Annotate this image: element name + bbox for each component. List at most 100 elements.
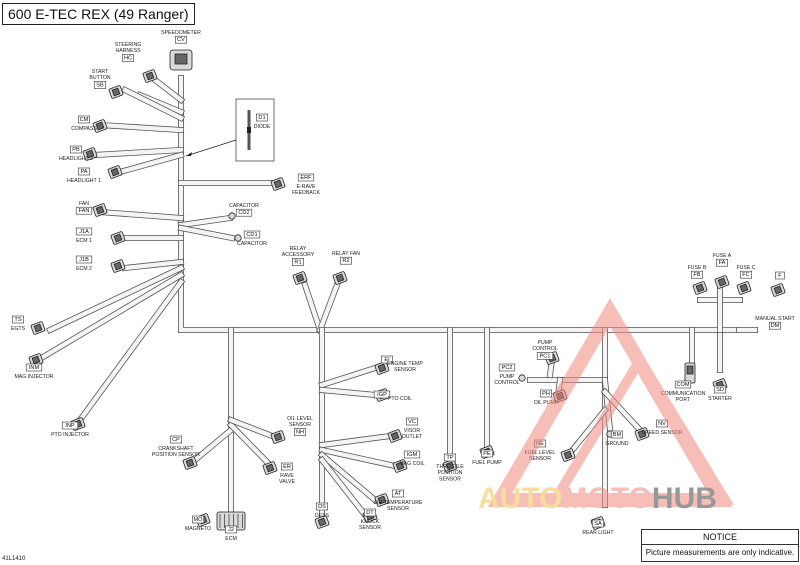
diode-pointer	[185, 139, 237, 157]
cv-code-box	[175, 35, 188, 44]
fb-code: FB	[693, 272, 700, 278]
vc-label-line: OUTLET	[402, 434, 423, 440]
cd1-code: CD1	[246, 232, 257, 238]
ei-code-box	[380, 355, 393, 364]
sa-code: SA	[594, 521, 602, 527]
tp-code-box	[443, 453, 456, 462]
wire-inner	[191, 426, 235, 464]
tp-connector-face	[445, 461, 455, 471]
sb-connector	[108, 85, 124, 99]
fb-code-box	[690, 270, 703, 279]
fa-code: FA	[719, 260, 726, 266]
j2-connector	[216, 511, 246, 531]
hc-code-box	[122, 54, 135, 62]
cp-label-line: CRANKSHAFT	[158, 446, 194, 452]
inm-code-box	[25, 363, 43, 372]
com-connector-face	[686, 365, 694, 375]
f-code-box	[775, 271, 785, 280]
f-label: F	[775, 271, 785, 280]
pc2-label-line: PUMP	[500, 374, 516, 380]
r1-label-line: RELAY	[290, 246, 307, 252]
bm-label-line: GROUND	[605, 441, 628, 447]
wire-inner	[178, 75, 758, 333]
j1b-label: J1B ECM 2	[75, 255, 93, 272]
pa-code: PA	[80, 169, 87, 175]
wire-inner	[76, 278, 185, 424]
r2-code: R2	[342, 258, 349, 264]
j1a-connector-face	[113, 233, 123, 243]
j2-label-line: ECM	[225, 536, 237, 542]
harness-wires	[33, 75, 758, 520]
tp-label-line: POSITION	[438, 470, 463, 476]
igp-code: IGP	[377, 392, 387, 398]
dm-label-line: MANUAL START	[755, 316, 795, 322]
pc2-code-box	[498, 363, 516, 372]
pc1-code: PC1	[540, 353, 551, 359]
cv-connector-face	[174, 53, 188, 65]
pa-label-line: HEADLIGHT 1	[67, 178, 101, 184]
ei-label-line: ENGINE TEMP	[387, 361, 423, 367]
wire-inner	[317, 282, 340, 333]
bm-code-box	[610, 430, 623, 439]
ei-code: EI	[384, 357, 390, 363]
r2-code-box	[339, 256, 352, 265]
watermark-part3: HUB	[652, 482, 717, 515]
pa-connector	[107, 165, 123, 179]
pa-connector-face	[110, 167, 120, 177]
j1a-code-box	[75, 227, 93, 236]
cv-connector	[169, 49, 193, 71]
notice-box: NOTICE Picture measurements are only ind…	[641, 529, 799, 562]
pe-label-line: FUEL PUMP	[472, 460, 502, 466]
hc-connector-face	[145, 71, 155, 81]
nh-label-line: OIL LEVEL	[287, 416, 313, 422]
cd2-code-box	[235, 208, 253, 217]
sb-code-box	[94, 81, 107, 89]
ph-code-box	[539, 389, 552, 398]
com-code-box	[674, 380, 692, 389]
wire-inner	[117, 152, 184, 175]
erf-code-box	[297, 173, 315, 182]
com-code: COM	[676, 382, 689, 388]
ds-code-box	[315, 502, 328, 511]
watermark-text: AUTOMOTOHUB	[478, 482, 717, 515]
watermark-part2: MOTO	[562, 482, 651, 515]
igm-code: IGM	[407, 452, 418, 458]
j1b-label-line: ECM 2	[76, 266, 92, 272]
cm-label-line: COMPASS	[71, 126, 97, 132]
j1b-code: J1B	[79, 257, 89, 263]
ei-label-line: SENSOR	[394, 367, 416, 373]
fb-connector	[692, 281, 708, 295]
mo-code-box	[192, 515, 205, 524]
d1-label-line: DIODE	[254, 124, 271, 130]
cv-code: CV	[177, 37, 185, 43]
igm-connector-face	[395, 461, 405, 471]
er-code-box	[280, 462, 293, 471]
nh-code-box	[293, 428, 306, 436]
inm-connector	[28, 353, 44, 367]
wire-inner	[319, 365, 378, 388]
vc-connector	[387, 429, 403, 443]
com-label-line: PORT	[676, 397, 691, 403]
erf-label-line: E-RAVE	[297, 184, 316, 190]
er-code: ER	[283, 464, 291, 470]
erf-code: ERF	[300, 175, 312, 181]
pe-code: PE	[483, 451, 491, 457]
diagram-title: 600 E-TEC REX (49 Ranger)	[2, 3, 195, 25]
pc2-connector-body	[518, 374, 526, 382]
ts-code-box	[12, 315, 24, 324]
diode-inset-box	[235, 98, 275, 162]
pc1-label-line: PUMP	[538, 340, 554, 346]
cd2-code: CD2	[238, 210, 249, 216]
